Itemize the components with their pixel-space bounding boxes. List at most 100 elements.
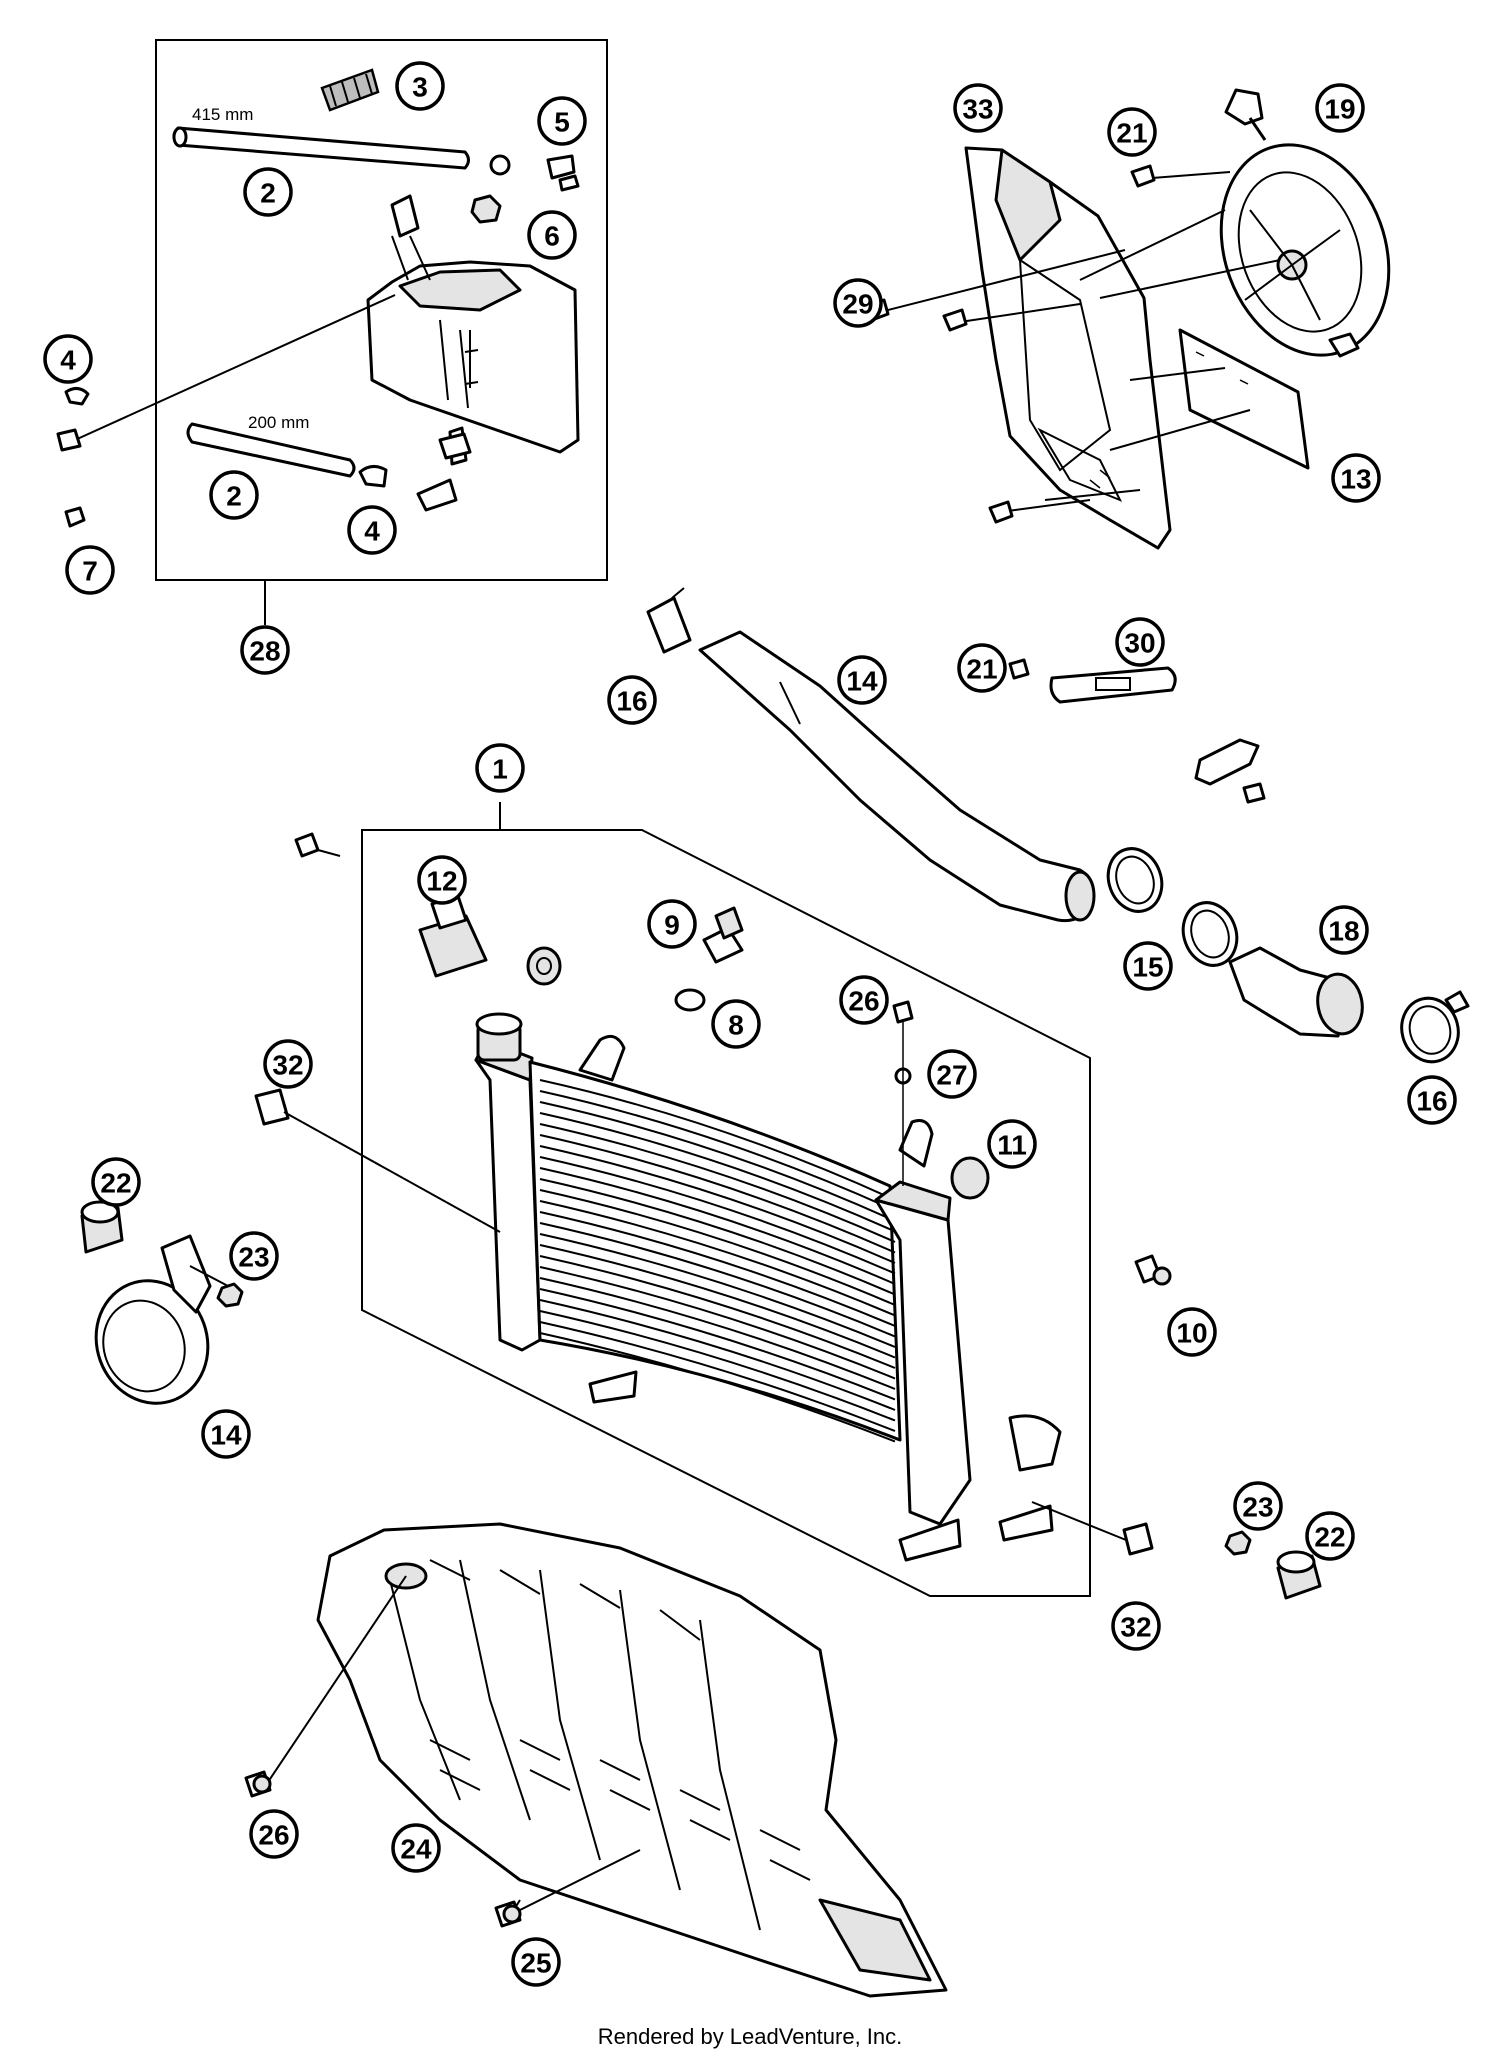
callout-number: 18 bbox=[1328, 916, 1359, 947]
callout-number: 25 bbox=[520, 1948, 551, 1979]
callout-16: 16 bbox=[607, 675, 657, 725]
screw-25 bbox=[494, 1900, 522, 1928]
callout-number: 22 bbox=[1314, 1522, 1345, 1553]
radiator-fin bbox=[539, 1255, 896, 1369]
callout-number: 26 bbox=[848, 986, 879, 1017]
callout-32: 32 bbox=[1111, 1601, 1161, 1651]
callout-circle bbox=[209, 470, 259, 520]
radiator-fin bbox=[539, 1145, 896, 1264]
callout-13: 13 bbox=[1331, 453, 1381, 503]
callout-number: 13 bbox=[1340, 464, 1371, 495]
callout-circle bbox=[1167, 1307, 1217, 1357]
callout-number: 3 bbox=[412, 72, 428, 103]
callout-3: 3 bbox=[395, 61, 445, 111]
callout-23: 23 bbox=[229, 1231, 279, 1281]
callout-24: 24 bbox=[391, 1823, 441, 1873]
fan-shroud-group bbox=[964, 146, 1172, 550]
fan-cover-14-left bbox=[94, 1234, 212, 1405]
radiator-fin bbox=[539, 1178, 896, 1296]
callout-number: 32 bbox=[1120, 1612, 1151, 1643]
callout-21: 21 bbox=[1107, 107, 1157, 157]
callout-circle bbox=[711, 999, 761, 1049]
screw-21-mid bbox=[1008, 658, 1030, 680]
radiator-fin bbox=[539, 1332, 896, 1443]
callout-circle bbox=[1111, 1601, 1161, 1651]
callout-number: 5 bbox=[554, 107, 570, 138]
rubber-bushing-22-right bbox=[1276, 1550, 1322, 1600]
callout-number: 14 bbox=[210, 1420, 242, 1451]
callout-circle bbox=[1233, 1481, 1283, 1531]
radiator-fin bbox=[539, 1299, 896, 1411]
screw-kit bbox=[56, 428, 82, 452]
callout-28: 28 bbox=[240, 625, 290, 675]
callout-number: 21 bbox=[1116, 118, 1147, 149]
radiator-fin bbox=[539, 1211, 896, 1327]
callout-circle bbox=[65, 545, 115, 595]
callout-30: 30 bbox=[1115, 617, 1165, 667]
callout-number: 12 bbox=[426, 866, 457, 897]
callout-number: 27 bbox=[936, 1060, 967, 1091]
elbow-hose-18 bbox=[1228, 946, 1364, 1038]
radiator-fin bbox=[539, 1167, 896, 1285]
sealing-ring-8 bbox=[674, 988, 706, 1012]
callout-circle bbox=[391, 1823, 441, 1873]
bracket-30 bbox=[1049, 666, 1177, 704]
callout-circle bbox=[249, 1809, 299, 1859]
clamp-15-a bbox=[1106, 847, 1164, 913]
callout-18: 18 bbox=[1319, 905, 1369, 955]
callout-circle bbox=[839, 975, 889, 1025]
callout-circle bbox=[527, 210, 577, 260]
callout-number: 9 bbox=[664, 910, 680, 941]
callout-circle bbox=[647, 899, 697, 949]
callout-number: 7 bbox=[82, 556, 98, 587]
screw-21-top bbox=[1130, 164, 1156, 188]
temperature-sensor-9 bbox=[702, 906, 744, 964]
callout-4: 4 bbox=[347, 505, 397, 555]
callout-circle bbox=[1305, 1511, 1355, 1561]
callout-number: 16 bbox=[1416, 1086, 1447, 1117]
screw-29-b bbox=[942, 308, 968, 332]
callout-circle bbox=[395, 61, 445, 111]
callout-12: 12 bbox=[417, 855, 467, 905]
callout-19: 19 bbox=[1315, 83, 1365, 133]
callout-circle bbox=[1315, 83, 1365, 133]
radiator-cap-12 bbox=[418, 894, 488, 978]
hose-clip-5 bbox=[489, 154, 580, 192]
callout-circle bbox=[607, 675, 657, 725]
grommet-11 bbox=[950, 1156, 990, 1200]
callout-number: 4 bbox=[364, 516, 380, 547]
callout-4: 4 bbox=[43, 334, 93, 384]
callout-circle bbox=[475, 743, 525, 793]
clamp-15-b bbox=[1181, 901, 1239, 967]
radiator-fin bbox=[539, 1200, 896, 1317]
radiator-fin bbox=[539, 1112, 896, 1233]
callout-5: 5 bbox=[537, 96, 587, 146]
callout-7: 7 bbox=[65, 545, 115, 595]
callout-circle bbox=[987, 1119, 1037, 1169]
expansion-tank-kit-group: 415 mm bbox=[56, 39, 608, 625]
clamp-16-right bbox=[1400, 990, 1470, 1064]
hose-200 bbox=[186, 422, 356, 478]
clamp-16-top bbox=[646, 587, 692, 654]
radiator-fin bbox=[539, 1134, 896, 1254]
screw-10 bbox=[1134, 1254, 1172, 1286]
nut-6 bbox=[470, 194, 502, 224]
callout-14: 14 bbox=[201, 1409, 251, 1459]
callout-number: 33 bbox=[962, 94, 993, 125]
callout-23: 23 bbox=[1233, 1481, 1283, 1531]
dimension-label-415: 415 mm bbox=[192, 105, 253, 124]
radiator-spoiler-24 bbox=[316, 1522, 948, 1998]
callout-circle bbox=[953, 83, 1003, 133]
callout-number: 19 bbox=[1324, 94, 1355, 125]
callout-number: 2 bbox=[260, 178, 276, 209]
radiator-hose-14 bbox=[698, 630, 1096, 923]
callout-32: 32 bbox=[263, 1039, 313, 1089]
callout-number: 10 bbox=[1176, 1318, 1207, 1349]
callout-number: 22 bbox=[100, 1168, 131, 1199]
callout-number: 28 bbox=[249, 636, 280, 667]
callout-11: 11 bbox=[987, 1119, 1037, 1169]
rubber-bushing-22-left bbox=[80, 1200, 124, 1254]
screw-shroud-lower bbox=[988, 500, 1014, 524]
callout-circle bbox=[1407, 1075, 1457, 1125]
